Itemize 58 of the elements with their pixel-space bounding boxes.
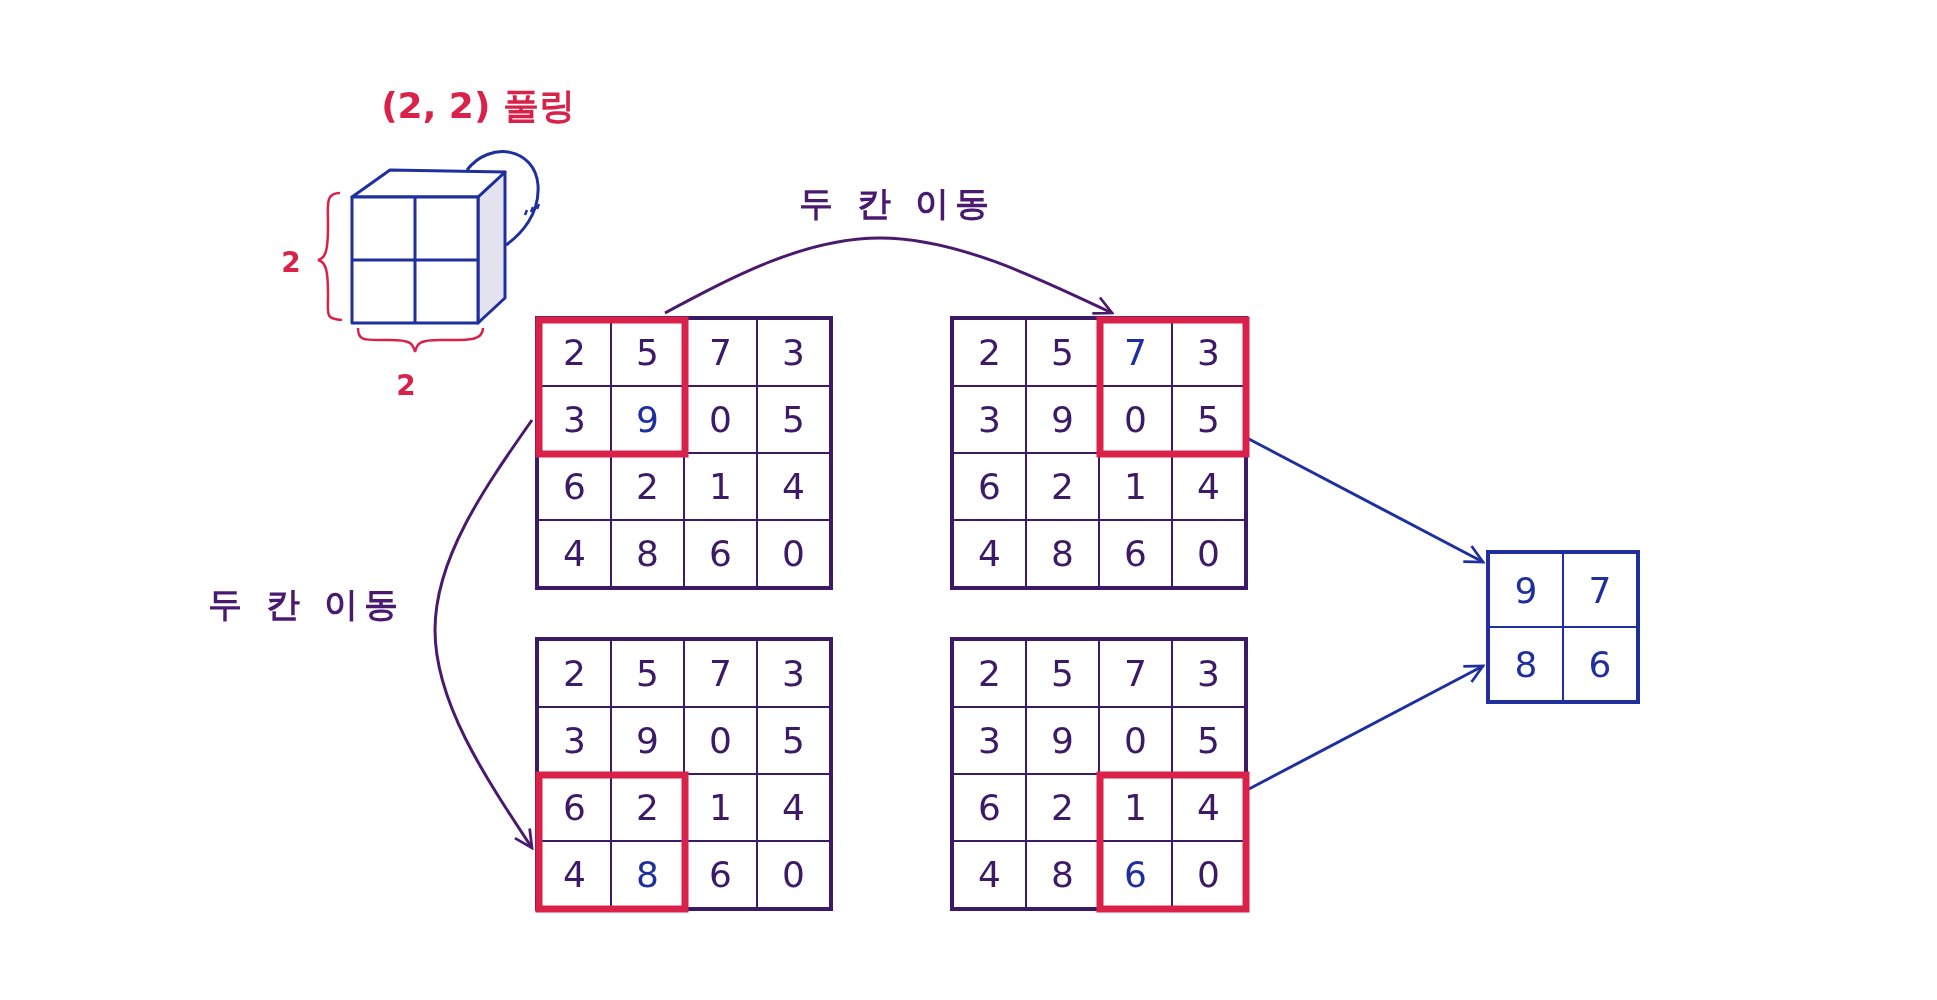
matrix-cell: 8 xyxy=(1026,520,1099,587)
input-grid xyxy=(535,316,833,590)
matrix-cell: 0 xyxy=(1172,520,1245,587)
matrix-cell: 4 xyxy=(953,520,1026,587)
matrix-cell: 6 xyxy=(1563,627,1637,701)
matrix-cell: 6 xyxy=(953,453,1026,520)
matrix-cell: 0 xyxy=(757,520,830,587)
matrix-cell: 8 xyxy=(1489,627,1563,701)
matrix-cell: 2 xyxy=(953,319,1026,386)
matrix-cell: 6 xyxy=(684,520,757,587)
matrix-cell: 0 xyxy=(757,841,830,908)
matrix-cell: 5 xyxy=(1172,707,1245,774)
matrix-cell: 5 xyxy=(611,640,684,707)
matrix-cell: 5 xyxy=(757,707,830,774)
matrix-cell: 3 xyxy=(757,319,830,386)
matrix-cell: 0 xyxy=(1099,707,1172,774)
matrix-cell: 6 xyxy=(1099,520,1172,587)
matrix-cell: 9 xyxy=(1489,553,1563,627)
matrix-cell: 1 xyxy=(684,453,757,520)
matrix-cell: 5 xyxy=(1172,386,1245,453)
matrix-cell: 4 xyxy=(538,520,611,587)
arrow xyxy=(664,236,1114,315)
matrix-cell: 3 xyxy=(953,707,1026,774)
matrix-cell: 3 xyxy=(953,386,1026,453)
matrix-cell: 9 xyxy=(1026,386,1099,453)
input-grid xyxy=(950,316,1248,590)
matrix-cell: 3 xyxy=(538,707,611,774)
input-grid xyxy=(950,637,1248,911)
matrix-cell: 6 xyxy=(953,774,1026,841)
matrix-cell: 9 xyxy=(1026,707,1099,774)
matrix-cell: 8 xyxy=(1026,841,1099,908)
matrix-cell: 5 xyxy=(1026,319,1099,386)
matrix-cell: 4 xyxy=(757,774,830,841)
dimension-label: 2 xyxy=(281,245,301,279)
matrix-cell: 4 xyxy=(953,841,1026,908)
matrix-cell: 2 xyxy=(1026,453,1099,520)
matrix-cell: 3 xyxy=(1172,640,1245,707)
output-grid xyxy=(1486,550,1640,704)
matrix-cell: 9 xyxy=(611,707,684,774)
matrix-cell: 9 xyxy=(611,386,684,453)
matrix-cell: 2 xyxy=(538,640,611,707)
matrix-cell: 2 xyxy=(1026,774,1099,841)
matrix-cell: 2 xyxy=(953,640,1026,707)
matrix-cell: 3 xyxy=(757,640,830,707)
matrix-cell: 8 xyxy=(611,520,684,587)
matrix-cell: 5 xyxy=(757,386,830,453)
matrix-cell: 7 xyxy=(684,640,757,707)
matrix-cell: 5 xyxy=(1026,640,1099,707)
matrix-cell: 4 xyxy=(757,453,830,520)
pooling-size-heading: (2, 2) 풀링 xyxy=(381,83,575,128)
dimension-label: 2 xyxy=(396,368,416,402)
matrix-cell: 0 xyxy=(1172,841,1245,908)
matrix-cell: 7 xyxy=(1563,553,1637,627)
matrix-cell: 7 xyxy=(1099,640,1172,707)
matrix-cell: 0 xyxy=(684,707,757,774)
matrix-cell: 8 xyxy=(611,841,684,908)
input-grid xyxy=(535,637,833,911)
arrow xyxy=(433,419,534,850)
